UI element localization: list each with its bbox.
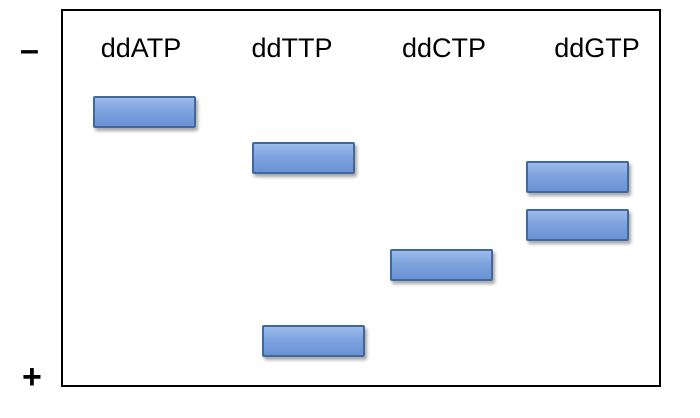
band-ddgtp-2: [526, 209, 629, 241]
lane-label-ddttp: ddTTP: [251, 33, 333, 63]
lane-label-ddgtp: ddGTP: [554, 33, 640, 63]
gel-frame: [61, 9, 661, 387]
band-ddctp-1: [390, 249, 493, 281]
positive-pole-label: +: [22, 358, 42, 396]
band-ddatp-1: [93, 96, 196, 128]
band-ddgtp-1: [526, 161, 629, 193]
lane-label-ddctp: ddCTP: [401, 33, 487, 63]
band-ddttp-1: [252, 142, 355, 174]
lane-label-ddatp: ddATP: [100, 33, 182, 63]
band-ddttp-2: [262, 325, 365, 357]
negative-pole-label: –: [20, 31, 39, 69]
